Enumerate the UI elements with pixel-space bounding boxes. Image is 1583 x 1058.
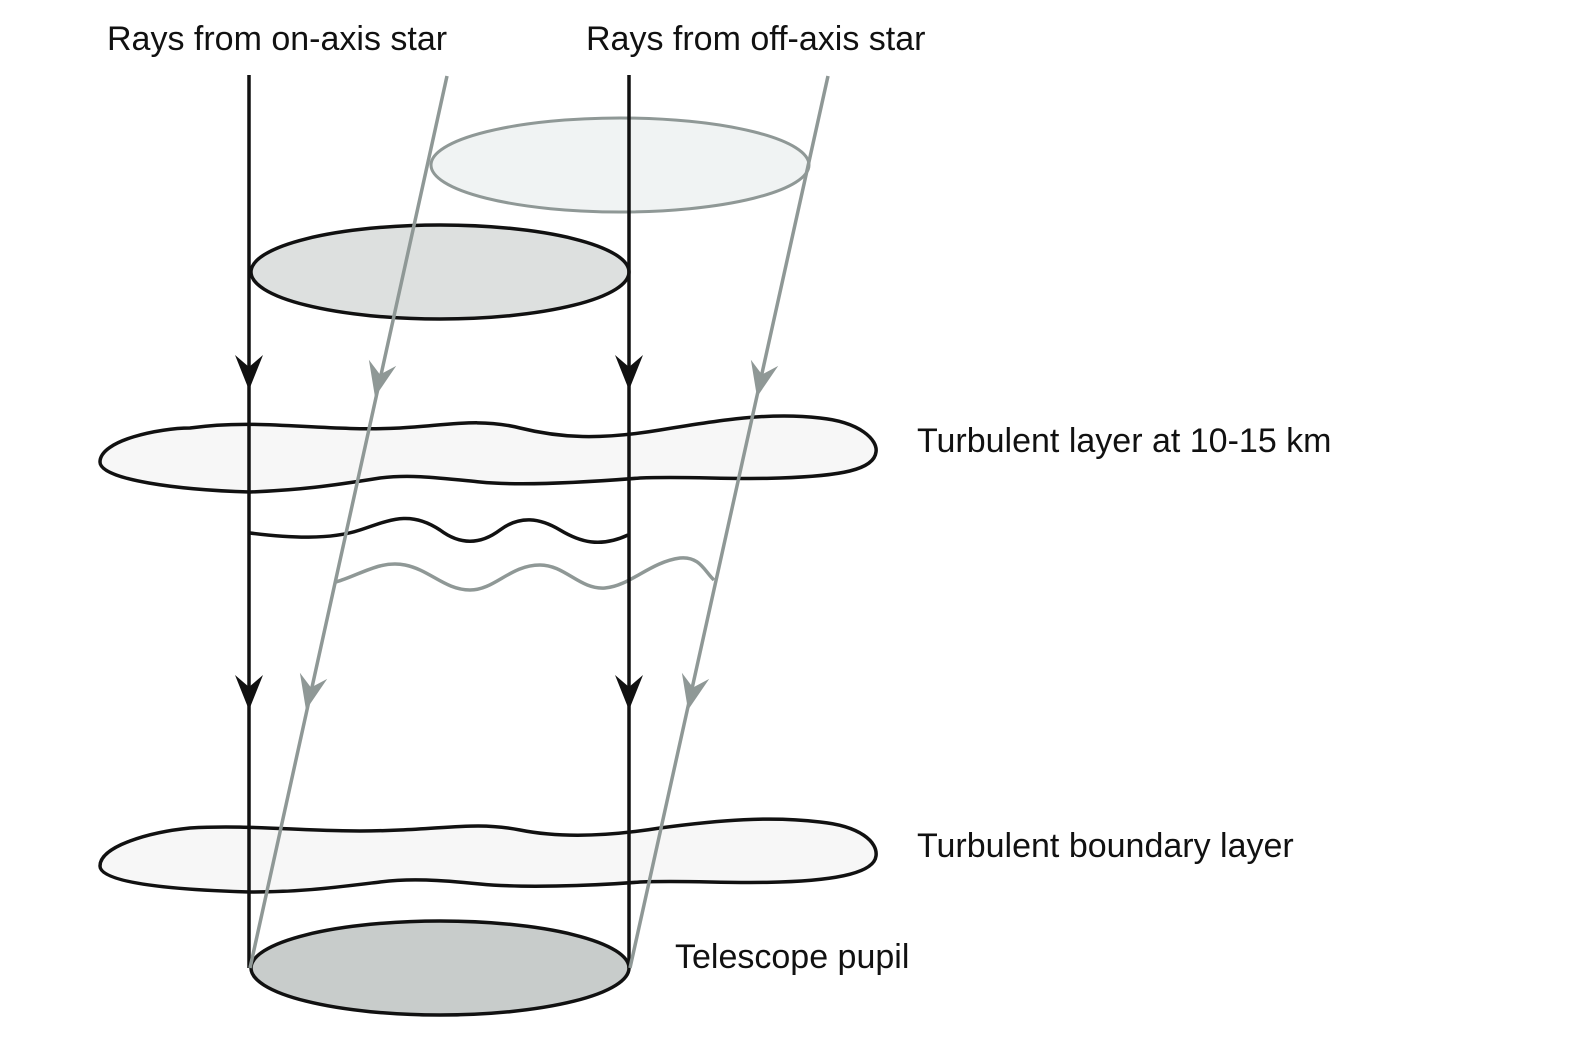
turbulent-boundary-layer-shape	[98, 817, 878, 894]
on-axis-arrow-right-lower	[615, 675, 643, 710]
telescope-pupil	[249, 919, 631, 1017]
off-axis-arrow-right-upper	[750, 359, 779, 397]
on-axis-star-label: Rays from on-axis star	[107, 20, 447, 58]
high-turbulent-layer-label: Turbulent layer at 10-15 km	[917, 422, 1332, 460]
off-axis-ray-right	[628, 75, 830, 969]
off-axis-arrow-right-lower	[681, 672, 710, 710]
boundary-layer-label: Turbulent boundary layer	[917, 827, 1294, 865]
off-axis-beam-disc	[429, 116, 811, 214]
on-axis-arrow-left-lower	[235, 675, 263, 710]
off-axis-star-label: Rays from off-axis star	[586, 20, 925, 58]
off-axis-wavefront	[335, 556, 716, 592]
off-axis-arrow-left-lower	[299, 672, 328, 710]
telescope-pupil-label: Telescope pupil	[675, 938, 909, 976]
turbulent-layer-high-shape	[98, 414, 878, 494]
off-axis-arrow-left-upper	[368, 359, 397, 397]
on-axis-arrow-left-upper	[235, 355, 263, 390]
off-axis-ray-left	[248, 75, 449, 969]
on-axis-arrow-right-upper	[615, 355, 643, 390]
on-axis-wavefront	[249, 516, 629, 544]
on-axis-beam-disc	[249, 223, 631, 321]
